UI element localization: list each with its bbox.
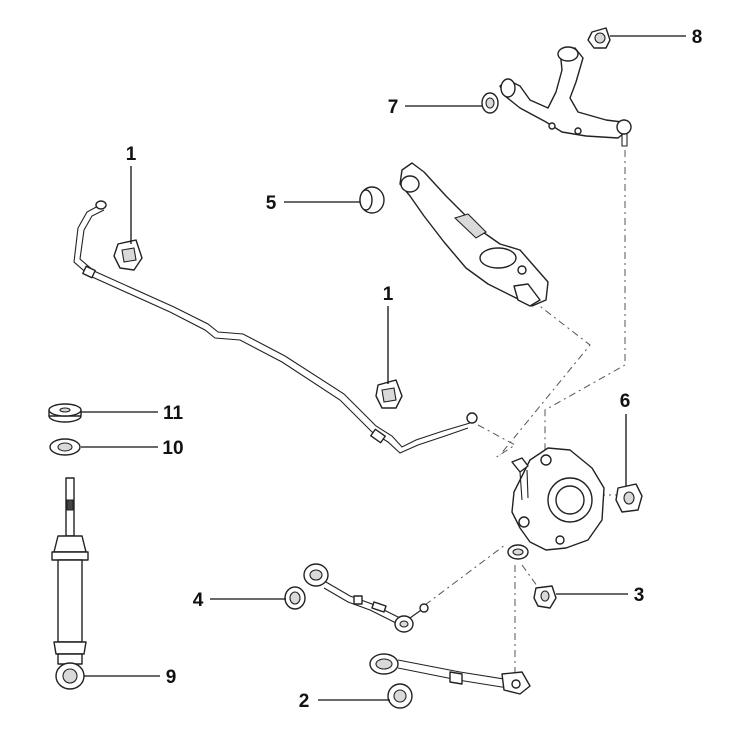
shock-absorber <box>51 477 89 690</box>
callout-11: 11 <box>163 403 184 424</box>
lateral-link-bushing-2 <box>387 683 413 709</box>
callout-1-lower: 1 <box>383 284 394 305</box>
upper-arm-bushing-7 <box>481 92 499 114</box>
upper-control-arm <box>499 46 632 147</box>
toe-link-bushing-4 <box>284 586 306 610</box>
knuckle-bushing-3 <box>533 585 557 609</box>
stabilizer-bushing-1a <box>113 239 143 271</box>
callout-1-upper: 1 <box>126 144 137 165</box>
knuckle-bushing-6 <box>615 483 643 513</box>
stabilizer-bar <box>73 200 478 454</box>
shock-washer-10 <box>49 438 81 456</box>
callout-5: 5 <box>266 193 277 214</box>
shock-mount-11 <box>48 403 82 423</box>
callout-7: 7 <box>388 97 399 118</box>
callout-labels: 1 1 2 3 4 5 6 7 8 9 10 11 <box>126 27 703 712</box>
lower-lateral-link <box>369 653 531 695</box>
callout-leaders <box>81 35 686 701</box>
lower-arm-bushing-5 <box>359 186 385 214</box>
callout-6: 6 <box>620 391 631 412</box>
callout-9: 9 <box>166 667 177 688</box>
steering-knuckle <box>507 447 605 560</box>
callout-3: 3 <box>634 585 645 606</box>
toe-control-link <box>303 563 429 633</box>
callout-4: 4 <box>193 590 204 611</box>
callout-8: 8 <box>692 27 703 48</box>
lower-control-arm <box>399 162 549 307</box>
callout-2: 2 <box>299 691 310 712</box>
upper-arm-bushing-8 <box>587 27 611 49</box>
callout-10: 10 <box>162 438 183 459</box>
stabilizer-bushing-1b <box>375 379 403 409</box>
